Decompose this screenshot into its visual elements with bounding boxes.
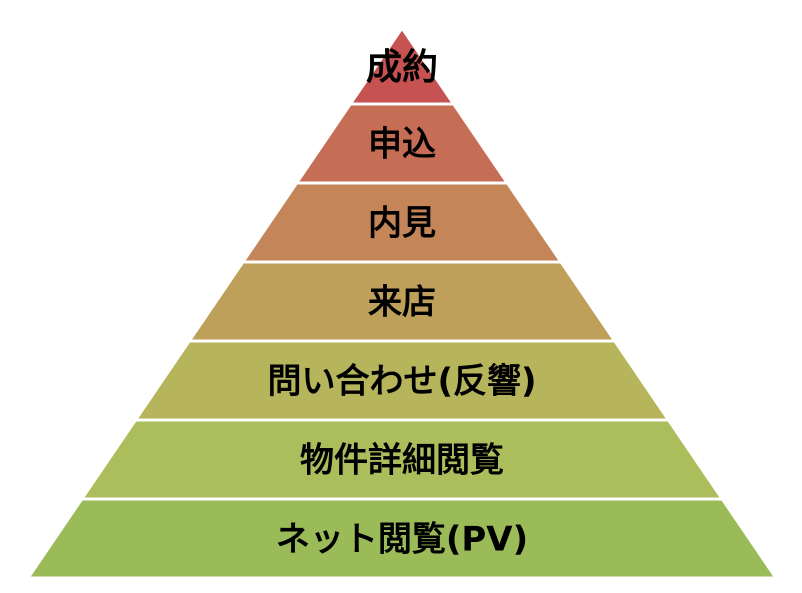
level-7-shape (25, 497, 779, 580)
level-5-label: 問い合わせ(反響) (267, 362, 536, 402)
level-2-label: 申込 (368, 125, 436, 165)
level-6-label: 物件詳細閲覧 (300, 441, 504, 481)
level-4-label: 来店 (368, 283, 436, 323)
level-7-label: ネット閲覧(PV) (276, 520, 528, 560)
level-3-label: 内見 (368, 204, 436, 244)
level-1-label: 成約 (366, 47, 438, 88)
